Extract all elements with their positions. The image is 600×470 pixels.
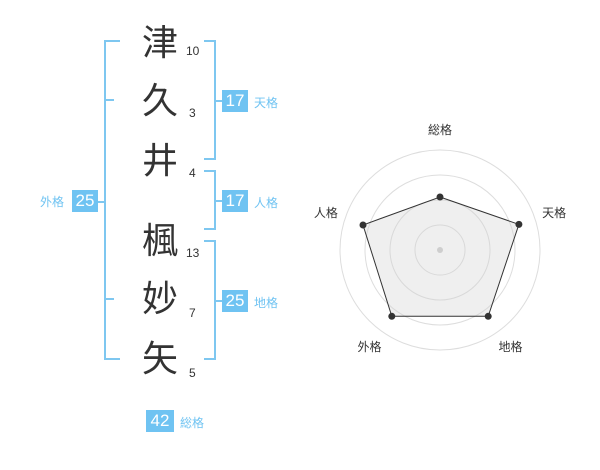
- gaikaku-bracket-bottom: [104, 358, 120, 360]
- radar-ring-3: [364, 174, 516, 326]
- chikaku-label: 地格: [254, 296, 279, 310]
- soukaku-badge: 42: [146, 410, 174, 432]
- jinkaku-bracket-top: [204, 170, 216, 172]
- chikaku-bracket-top: [204, 240, 216, 242]
- tenkaku-bracket-connector: [216, 100, 222, 102]
- gaikaku-bracket-tick-2: [106, 298, 114, 300]
- tenkaku-bracket-vertical: [214, 40, 216, 160]
- radar-axis-label-5: 人格: [314, 205, 338, 220]
- tenkaku-bracket-bottom: [204, 158, 216, 160]
- gaikaku-label: 外格: [40, 195, 65, 209]
- radar-point-5: [359, 221, 367, 229]
- jinkaku-badge: 17: [222, 190, 248, 212]
- radar-point-1: [436, 193, 444, 201]
- name-char-5: 妙: [141, 279, 178, 320]
- stroke-count-1: 10: [186, 44, 200, 58]
- stroke-count-4: 13: [186, 246, 200, 260]
- tenkaku-badge: 17: [222, 90, 248, 112]
- jinkaku-bracket-vertical: [214, 170, 216, 230]
- stroke-count-5: 7: [189, 306, 196, 320]
- tenkaku-label: 天格: [254, 96, 279, 110]
- gaikaku-bracket-tick-1: [106, 99, 114, 101]
- stroke-count-6: 5: [189, 366, 196, 380]
- radar-axis-label-3: 地格: [498, 339, 522, 354]
- chikaku-bracket-bottom: [204, 358, 216, 360]
- jinkaku-bracket-bottom: [204, 228, 216, 230]
- radar-area: [362, 196, 520, 317]
- jinkaku-bracket-connector: [216, 200, 222, 202]
- radar-center: [437, 247, 443, 253]
- gaikaku-bracket-vertical: [104, 40, 106, 360]
- gaikaku-bracket-connector: [96, 201, 104, 203]
- soukaku-label: 総格: [180, 416, 205, 430]
- radar-axis-label-4: 外格: [357, 339, 381, 354]
- name-char-1: 津: [141, 23, 178, 64]
- gaikaku-badge: 25: [72, 190, 98, 212]
- chikaku-badge: 25: [222, 290, 248, 312]
- stroke-count-2: 3: [189, 106, 196, 120]
- name-char-2: 久: [141, 81, 178, 122]
- radar-point-4: [388, 312, 396, 320]
- name-char-6: 矢: [141, 339, 178, 380]
- chikaku-bracket-vertical: [214, 240, 216, 360]
- radar-point-2: [515, 220, 523, 228]
- name-char-3: 井: [141, 141, 178, 182]
- radar-point-3: [484, 312, 492, 320]
- radar-axis-label-1: 総格: [428, 122, 452, 137]
- radar-axis-label-2: 天格: [542, 205, 566, 220]
- stroke-count-3: 4: [189, 166, 196, 180]
- radar-ring-4: [339, 149, 541, 351]
- chikaku-bracket-connector: [216, 300, 222, 302]
- tenkaku-bracket-top: [204, 40, 216, 42]
- gaikaku-bracket-top: [104, 40, 120, 42]
- jinkaku-label: 人格: [254, 196, 279, 210]
- radar-ring-1: [414, 224, 466, 276]
- name-char-4: 楓: [141, 221, 178, 262]
